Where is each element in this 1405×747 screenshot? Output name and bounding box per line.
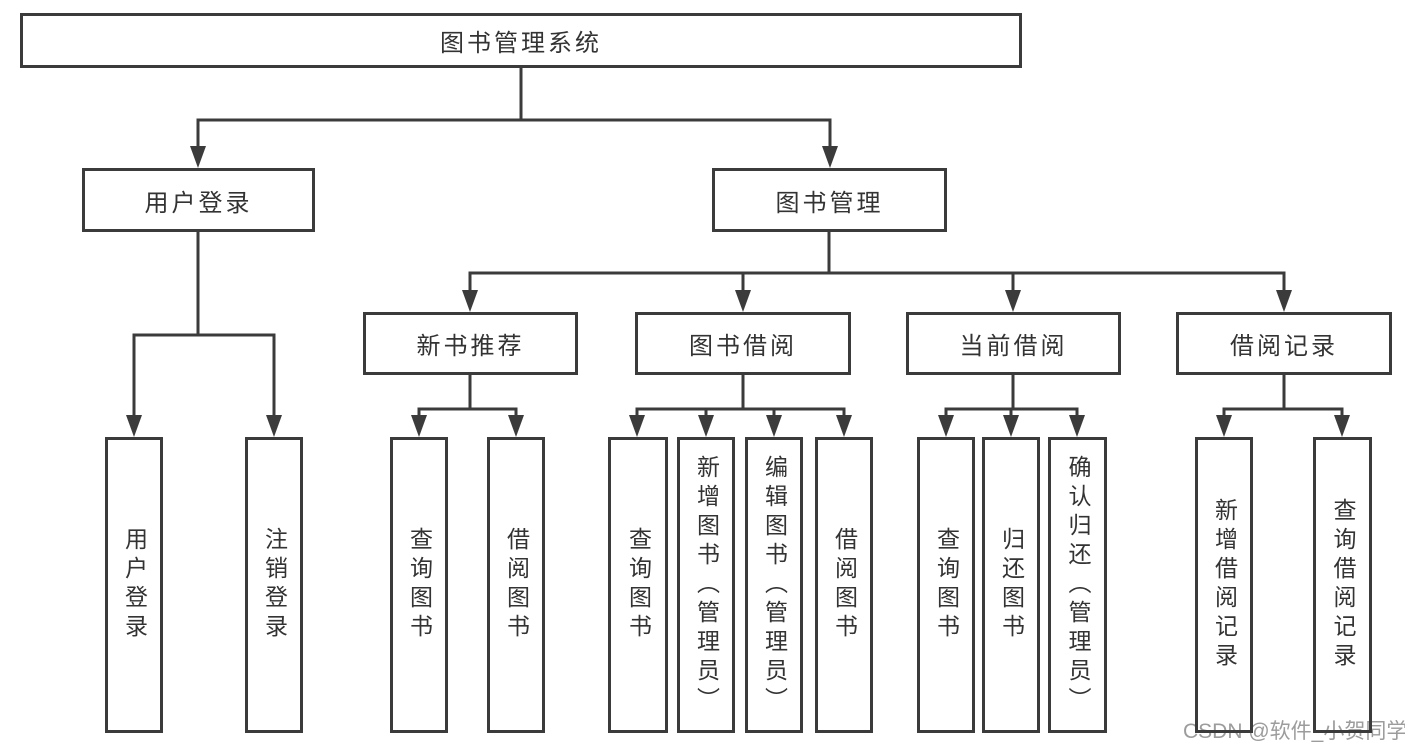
- node-user-login-label: 用户登录: [144, 189, 253, 217]
- leaf-borrow-books: 借阅图书: [815, 437, 873, 733]
- connector-current-borrow-children: [944, 375, 1079, 417]
- node-user-login: 用户登录: [82, 168, 315, 232]
- connector-user-login-children: [132, 232, 276, 417]
- node-book-management-label: 图书管理: [775, 189, 884, 217]
- node-library-system-label: 图书管理系统: [440, 30, 602, 57]
- leaf-logout-label: 注销登录: [261, 527, 288, 643]
- leaf-logout: 注销登录: [245, 437, 303, 733]
- connector-root-to-level2: [196, 68, 832, 148]
- leaf-add-borrow-record: 新增借阅记录: [1195, 437, 1253, 733]
- leaf-query-books-current: 查询图书: [917, 437, 975, 733]
- leaf-query-borrow-record-label: 查询借阅记录: [1330, 498, 1356, 672]
- leaf-query-books-borrow: 查询图书: [608, 437, 668, 733]
- leaf-edit-book-admin: 编辑图书（管理员）: [745, 437, 803, 733]
- connector-book-borrow-children: [635, 375, 846, 417]
- connector-new-book-recommend-children: [417, 375, 518, 417]
- node-new-book-recommend: 新书推荐: [363, 312, 578, 375]
- leaf-edit-book-admin-label: 编辑图书（管理员）: [761, 454, 788, 716]
- node-new-book-recommend-label: 新书推荐: [416, 333, 525, 360]
- leaf-user-login-label: 用户登录: [121, 527, 148, 643]
- node-book-borrow-label: 图书借阅: [689, 333, 797, 360]
- leaf-confirm-return-admin-label: 确认归还（管理员）: [1065, 454, 1091, 716]
- node-current-borrow: 当前借阅: [906, 312, 1121, 375]
- leaf-user-login: 用户登录: [105, 437, 163, 733]
- leaf-borrow-books-recommend: 借阅图书: [487, 437, 545, 733]
- node-current-borrow-label: 当前借阅: [959, 333, 1068, 360]
- node-book-borrow: 图书借阅: [635, 312, 851, 375]
- csdn-watermark: CSDN @软件_小贺同学: [1183, 720, 1405, 743]
- leaf-borrow-books-label: 借阅图书: [831, 527, 858, 643]
- leaf-add-borrow-record-label: 新增借阅记录: [1211, 498, 1238, 672]
- leaf-query-books-recommend: 查询图书: [390, 437, 448, 733]
- node-book-management: 图书管理: [712, 168, 947, 232]
- leaf-borrow-books-recommend-label: 借阅图书: [503, 527, 530, 643]
- connector-book-management-children: [468, 232, 1286, 293]
- node-library-system: 图书管理系统: [20, 13, 1022, 68]
- leaf-confirm-return-admin: 确认归还（管理员）: [1048, 437, 1107, 733]
- leaf-query-books-recommend-label: 查询图书: [406, 527, 433, 643]
- leaf-query-books-borrow-label: 查询图书: [625, 527, 652, 643]
- leaf-return-books: 归还图书: [982, 437, 1040, 733]
- leaf-query-borrow-record: 查询借阅记录: [1313, 437, 1372, 733]
- leaf-query-books-current-label: 查询图书: [933, 527, 960, 643]
- node-borrow-records: 借阅记录: [1176, 312, 1392, 375]
- node-borrow-records-label: 借阅记录: [1230, 333, 1338, 360]
- leaf-add-book-admin: 新增图书（管理员）: [677, 437, 735, 733]
- leaf-return-books-label: 归还图书: [998, 527, 1025, 643]
- connector-borrow-records-children: [1222, 375, 1344, 417]
- arrowheads: [126, 146, 1350, 437]
- leaf-add-book-admin-label: 新增图书（管理员）: [693, 454, 720, 716]
